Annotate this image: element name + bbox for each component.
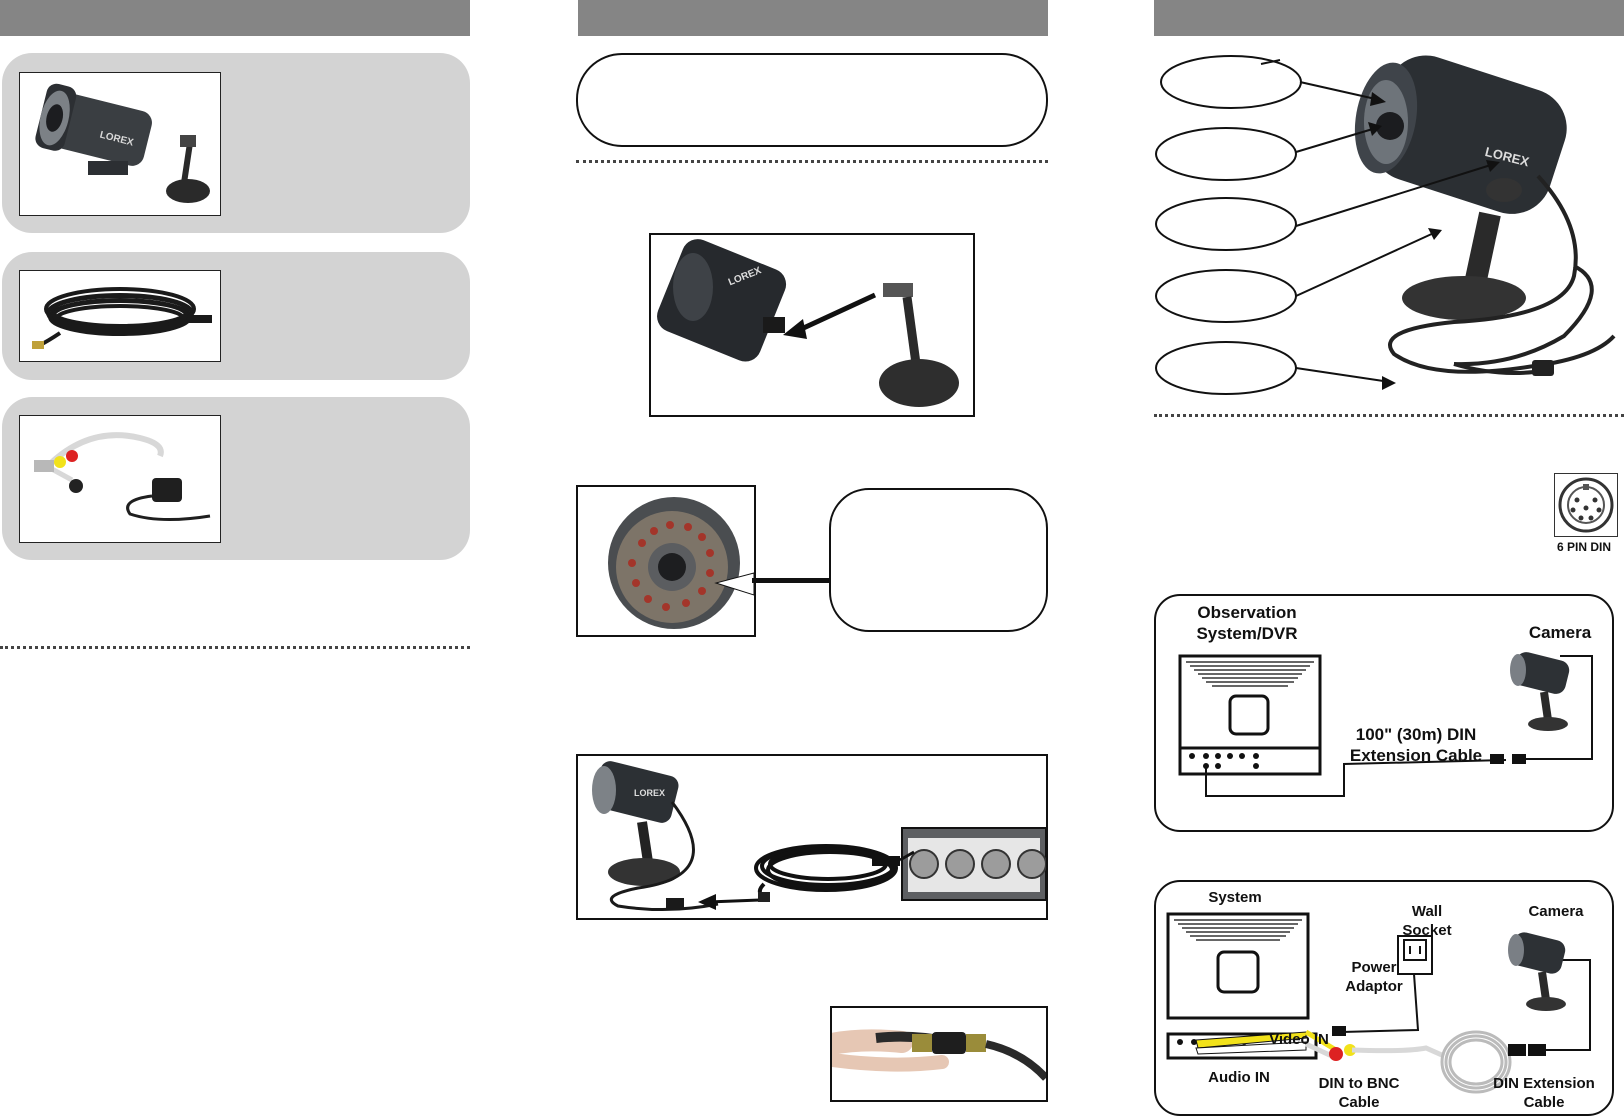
- extension-cable-photo: [19, 270, 221, 362]
- section-divider-left: [0, 646, 470, 649]
- svg-text:LOREX: LOREX: [634, 788, 665, 798]
- camera-features-figure: LOREX: [1154, 36, 1624, 406]
- video-in-label: Video IN: [1269, 1031, 1329, 1048]
- contents-panel-power-adaptor: [2, 397, 470, 560]
- lens-ir-photo: [576, 485, 756, 637]
- connection-diagram-system: [1154, 880, 1614, 1116]
- callout-bubble-top: [576, 53, 1048, 147]
- din-extension-cable-label: DIN Extension Cable: [1493, 1075, 1595, 1111]
- camera-with-stand-photo: LOREX: [19, 72, 221, 216]
- system-label: System: [1208, 889, 1262, 906]
- din-bnc-cable-label: DIN to BNC Cable: [1318, 1075, 1400, 1111]
- audio-in-label: Audio IN: [1208, 1069, 1270, 1086]
- header-bar-right: [1154, 0, 1624, 36]
- lens-callout-bubble: [829, 488, 1048, 632]
- din-connector-icon: [1554, 473, 1618, 537]
- header-bar-middle: [578, 0, 1048, 36]
- dvr-label: Observation System/DVR: [1196, 603, 1298, 643]
- section-divider-middle: [576, 160, 1048, 163]
- mount-stand-photo: LOREX: [649, 233, 975, 417]
- bnc-cable-and-adaptor-photo: [19, 415, 221, 543]
- camera-cable-connection-photo: LOREX: [576, 754, 1048, 920]
- connection-diagram-dvr: [1154, 594, 1614, 832]
- camera-label-2: Camera: [1528, 903, 1584, 920]
- contents-panel-extension-cable: [2, 252, 470, 380]
- camera-label-1: Camera: [1528, 623, 1592, 642]
- section-divider-right: [1154, 414, 1624, 417]
- din-connector-label: 6 PIN DIN: [1556, 540, 1611, 554]
- cable-coupling-photo: [821, 1006, 1049, 1102]
- power-adaptor-label: Power Adaptor: [1345, 959, 1403, 995]
- contents-panel-camera: LOREX: [2, 53, 470, 233]
- extension-cable-label: 100" (30m) DIN Extension Cable: [1349, 725, 1483, 765]
- wall-socket-label: Wall Socket: [1402, 903, 1452, 939]
- lens-callout-connector: [752, 578, 830, 583]
- header-bar-left: [0, 0, 470, 36]
